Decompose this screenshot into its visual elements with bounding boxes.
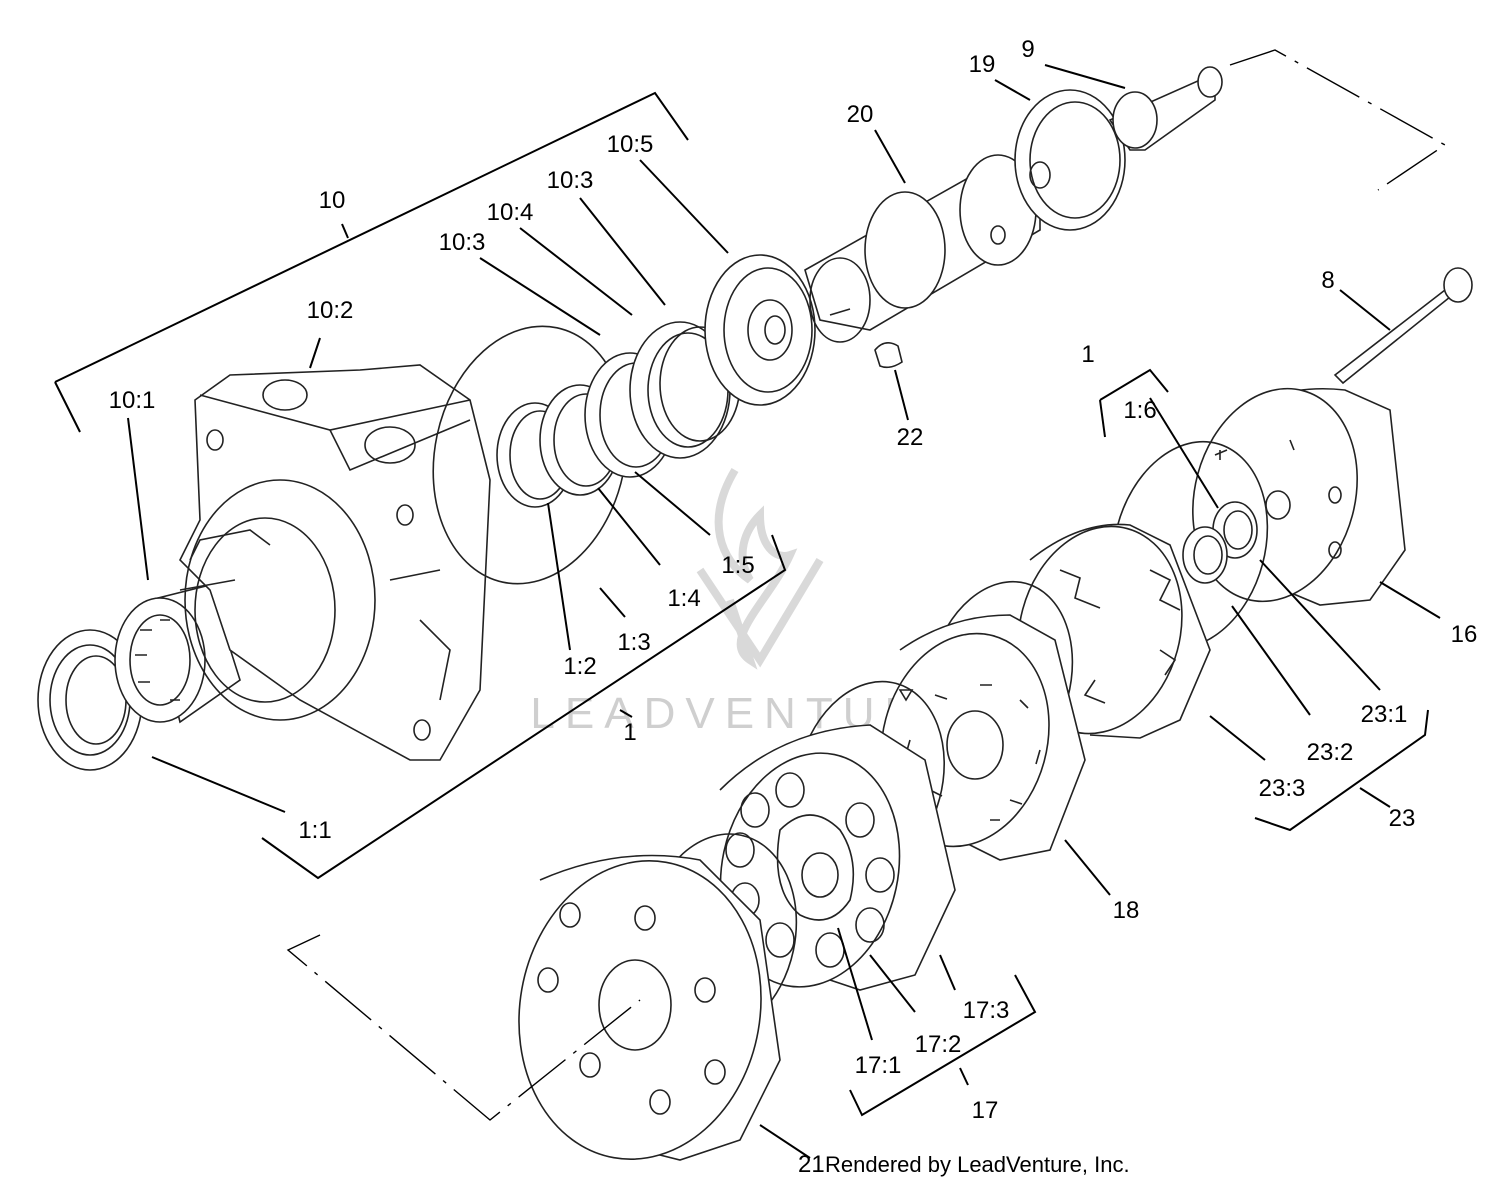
label-10-4: 10:4	[487, 199, 534, 226]
drive-gear-part	[1108, 66, 1223, 151]
watermark-logo	[696, 467, 824, 670]
label-10-1: 10:1	[109, 387, 156, 414]
label-1-2: 1:2	[563, 653, 596, 680]
woodruff-key-part	[874, 342, 903, 369]
thrust-bearing-part	[1014, 89, 1126, 231]
label-10: 10	[319, 187, 346, 214]
label-23: 23	[1389, 805, 1416, 832]
label-1-lower: 1	[623, 719, 636, 746]
centerline-bottom	[286, 934, 641, 1121]
label-17-3: 17:3	[963, 997, 1010, 1024]
callout-labels: 9 19 20 8 22 10:5 10:3 10:4 10:3 10 10:2…	[109, 36, 1478, 1178]
label-17: 17	[972, 1097, 999, 1124]
label-19: 19	[969, 51, 996, 78]
label-1-5: 1:5	[721, 552, 754, 579]
label-10-2: 10:2	[307, 297, 354, 324]
centerline-top	[1229, 49, 1447, 191]
housing-body-part	[179, 364, 491, 761]
render-credit: Rendered by LeadVenture, Inc.	[825, 1152, 1130, 1177]
label-16: 16	[1451, 621, 1478, 648]
label-1-3: 1:3	[617, 629, 650, 656]
label-10-3-upper: 10:3	[547, 167, 594, 194]
label-1-upper: 1	[1081, 341, 1094, 368]
label-23-3: 23:3	[1259, 775, 1306, 802]
group-brackets	[54, 91, 1429, 1117]
needle-bearing-part	[114, 584, 241, 724]
leader-lines	[127, 64, 1441, 1159]
housing-assembly	[37, 254, 816, 771]
label-1-4: 1:4	[667, 585, 700, 612]
backup-ring-group	[584, 321, 741, 478]
label-1-1: 1:1	[298, 817, 331, 844]
label-23-1: 23:1	[1361, 701, 1408, 728]
label-9: 9	[1021, 36, 1034, 63]
label-10-5: 10:5	[607, 131, 654, 158]
label-17-1: 17:1	[855, 1052, 902, 1079]
label-23-2: 23:2	[1307, 739, 1354, 766]
label-1-6: 1:6	[1123, 397, 1156, 424]
roller-bearing-part	[704, 254, 816, 406]
label-8: 8	[1321, 267, 1334, 294]
end-plate-part	[518, 854, 781, 1161]
label-18: 18	[1113, 897, 1140, 924]
label-22: 22	[897, 424, 924, 451]
label-21: 21	[798, 1151, 825, 1178]
seal-23-part	[1182, 501, 1258, 584]
label-10-3-lower: 10:3	[439, 229, 486, 256]
cap-screw-part	[1333, 267, 1473, 385]
drive-shaft-part	[804, 154, 1041, 343]
label-17-2: 17:2	[915, 1031, 962, 1058]
label-20: 20	[847, 101, 874, 128]
gerotor-set-part	[719, 724, 956, 991]
